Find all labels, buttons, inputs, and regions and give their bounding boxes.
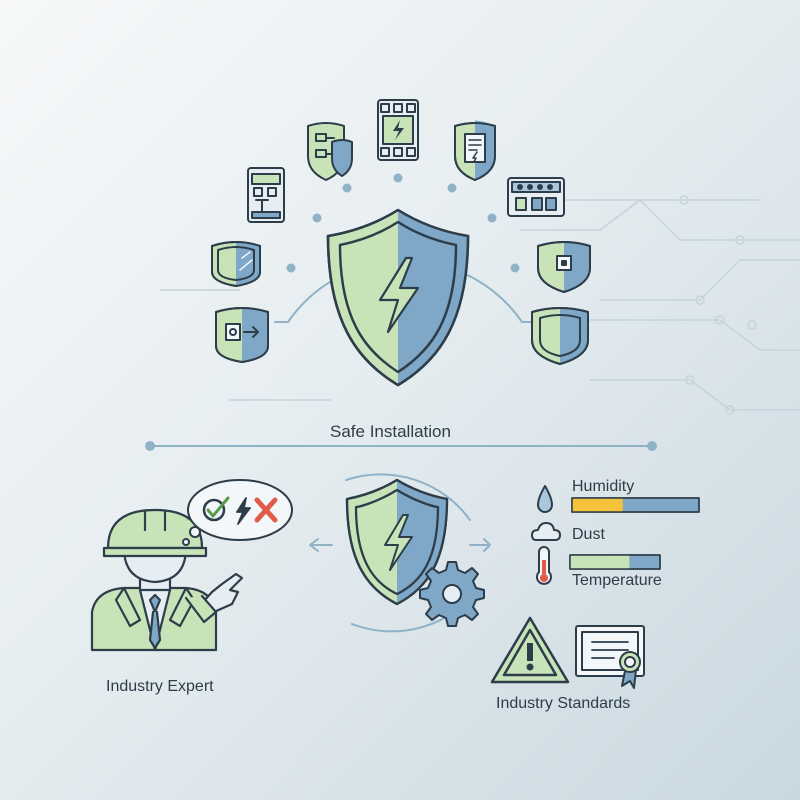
expert-label: Industry Expert: [106, 678, 214, 695]
circuit-traces: [159, 195, 800, 415]
process-arcs: [309, 473, 491, 633]
shield-export-icon: [215, 307, 269, 363]
lightning-icon: [236, 497, 251, 525]
diagram-title: Safe Installation: [330, 422, 451, 441]
temperature-label: Temperature: [572, 572, 662, 589]
cross-icon: [254, 497, 278, 523]
relay-module-icon: [247, 167, 285, 223]
standards-label: Industry Standards: [496, 695, 631, 712]
warning-triangle-icon: [490, 616, 570, 684]
terminal-block-icon: [507, 177, 565, 217]
temperature-bar-fill: [570, 555, 630, 569]
shield-lightning-icon: [326, 208, 470, 387]
shield-socket-icon: [537, 241, 591, 293]
shield-lightning-small-icon: [345, 478, 449, 606]
thermometer-icon: [536, 546, 552, 585]
expert-person-icon: [90, 508, 244, 652]
shield-panel-icon: [211, 241, 261, 287]
humidity-bar: [571, 497, 700, 513]
humidity-bar-fill: [572, 498, 623, 512]
check-icon: [202, 496, 230, 522]
shield-document-icon: [454, 120, 496, 181]
droplet-icon: [537, 485, 553, 513]
divider-line: [145, 441, 657, 451]
shield-half-icon: [531, 307, 589, 365]
cloud-icon: [531, 522, 561, 541]
gear-icon: [419, 561, 485, 627]
certificate-icon: [575, 625, 645, 689]
shield-circuit-icon: [307, 122, 353, 181]
temperature-bar: [569, 554, 661, 570]
circuit-breaker-icon: [377, 99, 419, 161]
dust-label: Dust: [572, 526, 605, 543]
humidity-label: Humidity: [572, 478, 635, 495]
